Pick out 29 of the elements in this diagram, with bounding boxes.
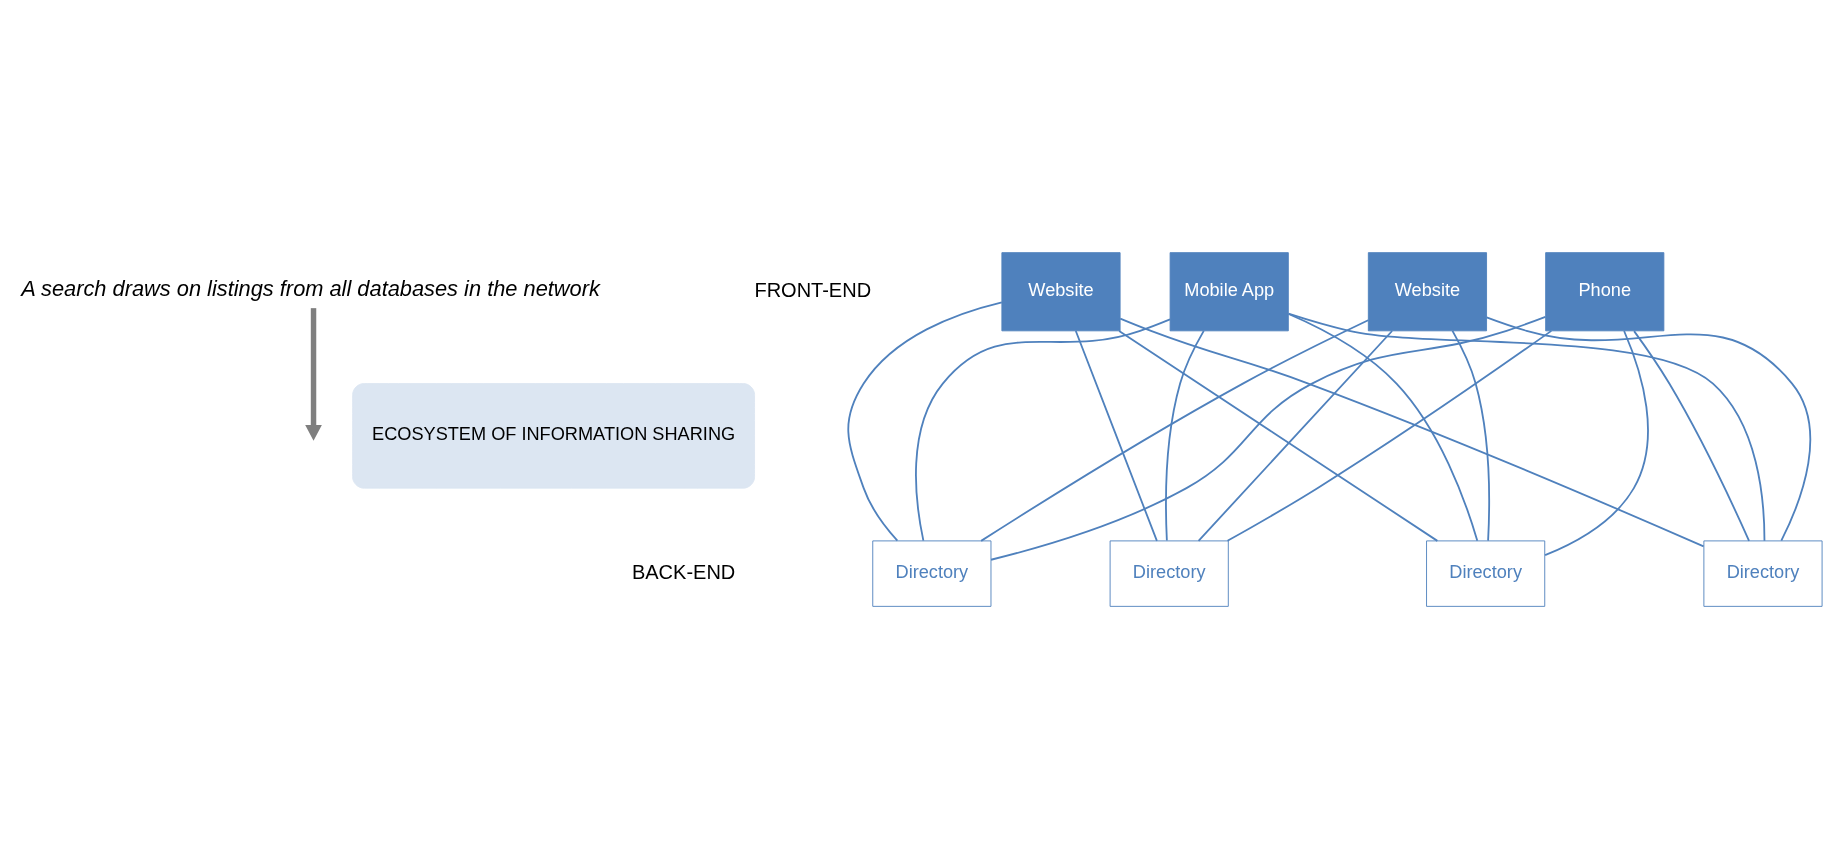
connector bbox=[847, 301, 1003, 542]
connector bbox=[1119, 317, 1705, 548]
node-box: Directory bbox=[872, 540, 992, 607]
connector bbox=[1544, 330, 1649, 557]
arrow bbox=[305, 308, 322, 441]
node-box: Directory bbox=[1703, 540, 1823, 607]
connector bbox=[1287, 312, 1766, 542]
connector bbox=[1451, 330, 1490, 542]
connector bbox=[1118, 330, 1439, 542]
connector bbox=[1287, 313, 1479, 542]
label: BACK-END bbox=[631, 560, 736, 583]
connector bbox=[915, 318, 1171, 542]
connector bbox=[980, 319, 1370, 542]
node-box: ECOSYSTEM OF INFORMATION SHARING bbox=[352, 383, 755, 489]
connector bbox=[1633, 330, 1750, 542]
connector bbox=[990, 316, 1547, 561]
label: FRONT-END bbox=[754, 278, 872, 301]
connector bbox=[1485, 316, 1812, 542]
connector bbox=[1165, 329, 1205, 542]
node-box: Directory bbox=[1426, 540, 1546, 607]
node-text: A search draws on listings from all databases in the network bbox=[21, 276, 600, 302]
node-box: Mobile App bbox=[1169, 252, 1289, 332]
connector bbox=[1226, 329, 1553, 542]
node-box: Website bbox=[1001, 252, 1121, 332]
connector bbox=[1197, 330, 1393, 542]
node-box: Directory bbox=[1109, 540, 1229, 607]
node-box: Phone bbox=[1545, 252, 1665, 332]
node-box: Website bbox=[1367, 252, 1487, 332]
connector bbox=[1074, 330, 1158, 542]
